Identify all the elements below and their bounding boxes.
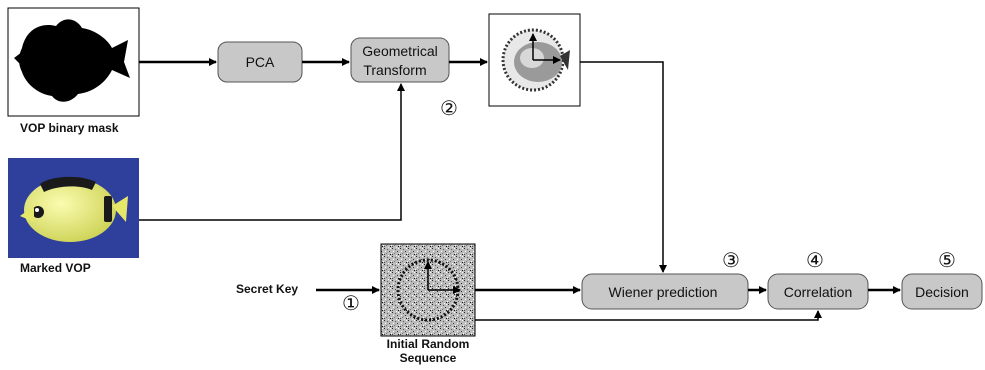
random-noise-pattern	[396, 258, 461, 322]
initial-random-sequence-image	[380, 243, 476, 337]
step-2-marker: ②	[440, 96, 458, 120]
geometrical-label-line2: Transform	[363, 62, 426, 78]
initial-random-label-line1: Initial Random	[387, 337, 470, 351]
geometrical-transform-box: Geometrical Transform	[350, 37, 450, 83]
pca-box: PCA	[217, 41, 303, 83]
arrow-sequence-to-correlation	[475, 310, 822, 321]
step-5-marker: ⑤	[938, 248, 956, 272]
marked-vop-label: Marked VOP	[20, 261, 91, 275]
arrow-marked-to-transform	[139, 83, 405, 221]
connectors	[139, 58, 901, 321]
geometrical-label-line1: Geometrical	[362, 43, 437, 59]
correlation-label: Correlation	[784, 284, 852, 300]
fish-silhouette-icon	[19, 19, 130, 102]
step-1-marker: ①	[342, 291, 360, 315]
normalized-vop-image	[488, 13, 581, 107]
arrow-normalized-to-wiener	[580, 61, 667, 273]
secret-key-label: Secret Key	[236, 282, 298, 296]
step-3-marker: ③	[722, 248, 740, 272]
decision-box: Decision	[901, 273, 983, 310]
decision-label: Decision	[915, 284, 969, 300]
marked-vop-image	[8, 158, 139, 258]
correlation-box: Correlation	[767, 273, 869, 310]
wiener-label: Wiener prediction	[609, 284, 718, 300]
initial-random-label-line2: Sequence	[400, 351, 457, 365]
wiener-prediction-box: Wiener prediction	[581, 273, 749, 310]
vop-binary-mask-image	[7, 7, 140, 117]
step-4-marker: ④	[806, 248, 824, 272]
butterflyfish-photo	[24, 178, 116, 242]
pca-label: PCA	[246, 54, 275, 70]
vop-binary-mask-label: VOP binary mask	[20, 121, 119, 135]
